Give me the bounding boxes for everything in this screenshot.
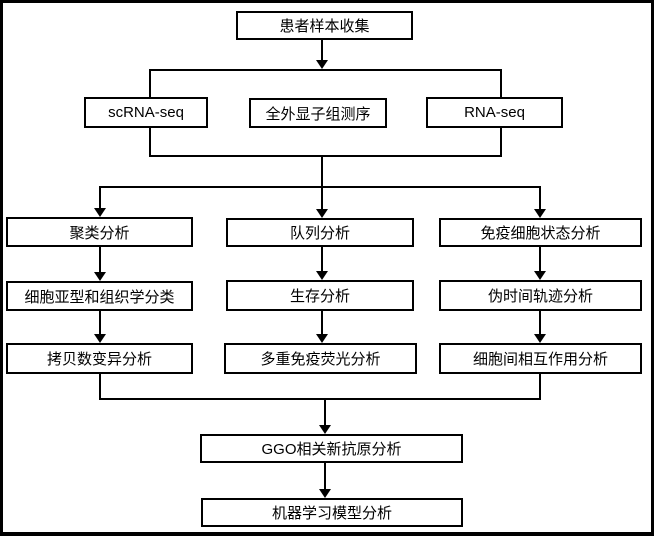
arrowhead-into-subtype (94, 272, 106, 281)
arrowhead-into-group (316, 60, 328, 69)
node-patient-sample-collection: 患者样本收集 (236, 11, 413, 40)
node-pseudotime-trajectory-analysis: 伪时间轨迹分析 (439, 280, 642, 311)
arrowhead-into-mif (316, 334, 328, 343)
branch-rail (99, 186, 541, 188)
arrowhead-into-clustering (94, 208, 106, 217)
connector-survival-to-mif (321, 311, 323, 334)
node-scrna-seq: scRNA-seq (84, 97, 208, 128)
connector-rail-to-cohort (321, 186, 323, 209)
arrowhead-into-cnv (94, 334, 106, 343)
connector-immune-to-pseudotime (539, 247, 541, 271)
node-immune-cell-state-analysis: 免疫细胞状态分析 (439, 218, 642, 247)
node-machine-learning-model-analysis: 机器学习模型分析 (201, 498, 463, 527)
connector-rail-to-immune (539, 186, 541, 209)
connector-merge-to-ggo (324, 400, 326, 425)
arrowhead-into-survival (316, 271, 328, 280)
connector-group-to-branch-rail (321, 157, 323, 187)
node-multiplex-immunofluorescence-analysis: 多重免疫荧光分析 (224, 343, 417, 374)
arrowhead-into-ml (319, 489, 331, 498)
node-copy-number-variation-analysis: 拷贝数变异分析 (6, 343, 193, 374)
node-ggo-neoantigen-analysis: GGO相关新抗原分析 (200, 434, 463, 463)
arrowhead-into-cohort (316, 209, 328, 218)
arrowhead-into-immune (534, 209, 546, 218)
connector-cnv-to-merge-rail (99, 374, 101, 400)
node-rna-seq: RNA-seq (426, 97, 563, 128)
node-cell-subtype-histology-classification: 细胞亚型和组织学分类 (6, 281, 193, 311)
connector-cohort-to-survival (321, 247, 323, 271)
connector-rail-to-clustering (99, 186, 101, 208)
connector-ggo-to-ml (324, 463, 326, 489)
connector-clustering-to-subtype (99, 247, 101, 272)
node-survival-analysis: 生存分析 (226, 280, 414, 311)
arrowhead-into-pseudotime (534, 271, 546, 280)
arrowhead-into-interaction (534, 334, 546, 343)
node-cohort-analysis: 队列分析 (226, 218, 414, 247)
node-cell-cell-interaction-analysis: 细胞间相互作用分析 (439, 343, 642, 374)
merge-rail (99, 398, 541, 400)
connector-subtype-to-cnv (99, 311, 101, 334)
node-whole-exome-sequencing: 全外显子组测序 (249, 98, 387, 128)
arrowhead-into-ggo (319, 425, 331, 434)
node-clustering-analysis: 聚类分析 (6, 217, 193, 247)
connector-pseudotime-to-interaction (539, 311, 541, 334)
connector-patient-to-group (321, 39, 323, 60)
connector-interaction-to-merge-rail (539, 374, 541, 400)
